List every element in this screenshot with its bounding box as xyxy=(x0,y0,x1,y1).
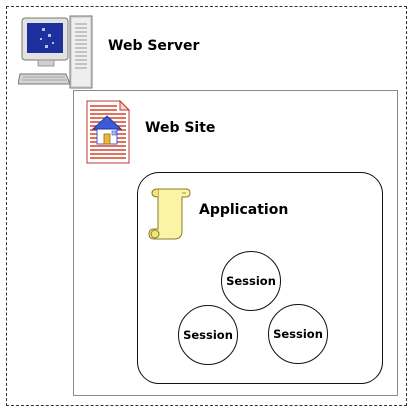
application-label: Application xyxy=(199,202,289,218)
web-site-container xyxy=(73,90,398,396)
web-server-container xyxy=(6,6,407,406)
session-node: Session xyxy=(268,304,328,364)
session-node: Session xyxy=(178,305,238,365)
computer-icon xyxy=(18,15,93,89)
web-site-label: Web Site xyxy=(145,120,216,136)
session-node: Session xyxy=(221,251,281,311)
application-container xyxy=(137,172,383,384)
web-server-label: Web Server xyxy=(108,38,200,54)
document-house-icon xyxy=(86,100,130,164)
scroll-icon xyxy=(148,188,191,240)
